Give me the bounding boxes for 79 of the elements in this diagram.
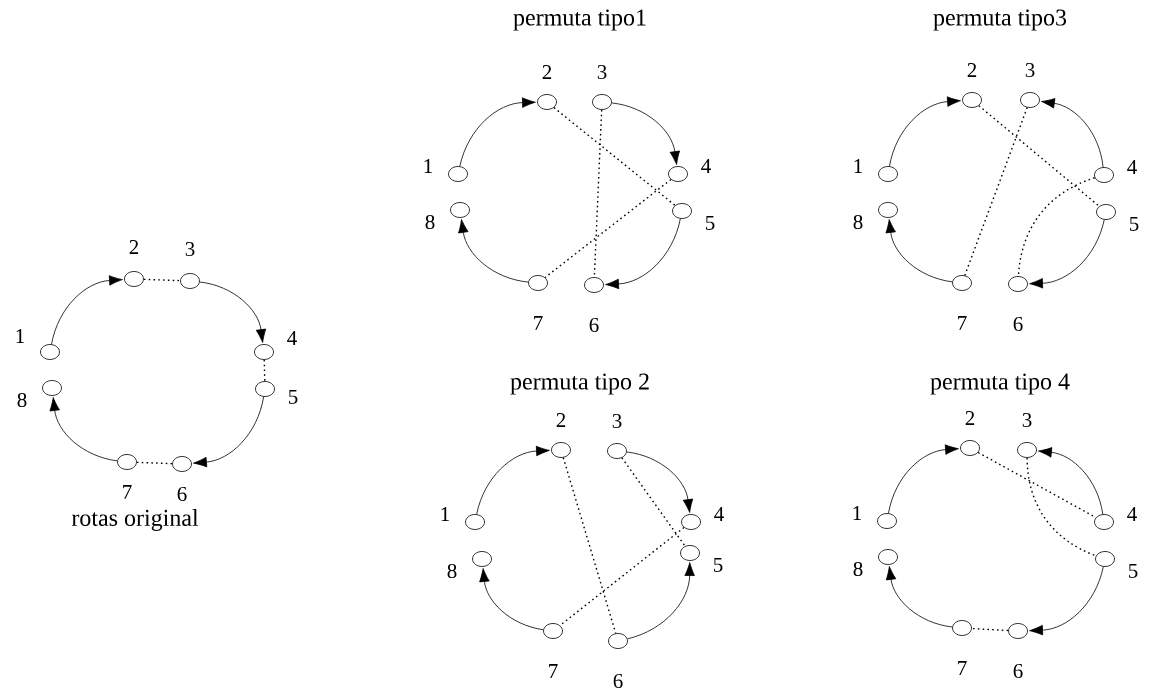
number-label: 4	[287, 331, 297, 345]
panel-title: permuta tipo1	[513, 9, 646, 31]
arrow	[479, 568, 544, 631]
number-label: 1	[854, 159, 862, 173]
arrow	[1041, 98, 1104, 168]
number-label: 5	[289, 390, 298, 404]
number-label: 3	[612, 413, 622, 429]
arrow	[458, 219, 529, 283]
number-label: 2	[556, 413, 566, 427]
arrow	[459, 97, 536, 167]
arrow	[888, 444, 959, 514]
number-label: 4	[1127, 160, 1137, 174]
arrow	[193, 396, 265, 468]
number-label: 7	[534, 316, 543, 330]
number-label: 2	[967, 63, 977, 77]
number-label: 1	[853, 506, 861, 520]
panel-title: permuta tipo 2	[510, 373, 649, 395]
number-label: 8	[17, 392, 27, 408]
number-label: 5	[1130, 217, 1139, 231]
arrow	[885, 219, 953, 283]
connector-line	[559, 526, 685, 627]
number-label: 5	[1129, 564, 1138, 578]
connector-line	[562, 457, 617, 634]
number-label: 1	[441, 507, 449, 521]
number-label: 4	[714, 507, 724, 521]
number-label: 6	[589, 317, 599, 333]
connector-line	[621, 457, 686, 547]
number-label: 5	[714, 558, 723, 572]
arrow	[626, 451, 694, 513]
number-label: 6	[1013, 316, 1023, 332]
number-label: 5	[706, 216, 715, 230]
connector-line	[971, 627, 1009, 632]
connector-line	[544, 178, 672, 279]
arrow	[49, 397, 118, 462]
number-label: 3	[1025, 62, 1035, 78]
number-label: 1	[16, 329, 24, 343]
arrow	[51, 275, 123, 345]
number-label: 1	[424, 159, 432, 173]
panel-title: rotas original	[71, 509, 199, 531]
connector-line	[136, 461, 173, 465]
connector-line	[593, 109, 603, 278]
number-label: 4	[701, 159, 711, 173]
connector-line	[143, 278, 181, 282]
arrow	[1029, 219, 1105, 289]
number-label: 6	[1013, 663, 1023, 679]
arrow	[889, 96, 961, 167]
panel-title: permuta tipo 4	[930, 373, 1070, 395]
number-label: 4	[1127, 507, 1137, 521]
number-label: 7	[958, 661, 967, 675]
arrow	[476, 445, 550, 515]
arrow	[1029, 566, 1104, 636]
connector-line	[978, 105, 1100, 207]
arrow	[1038, 447, 1104, 515]
arrow	[605, 218, 681, 290]
arrow	[885, 566, 953, 628]
number-label: 7	[549, 664, 558, 678]
connector-line	[964, 106, 1028, 277]
connector-line	[553, 106, 676, 207]
number-label: 8	[853, 214, 863, 230]
number-label: 2	[129, 240, 139, 254]
panel-title: permuta tipo3	[933, 9, 1067, 31]
number-label: 3	[185, 241, 195, 257]
arrow	[611, 102, 680, 165]
number-label: 3	[597, 64, 607, 80]
number-label: 8	[853, 561, 863, 577]
number-label: 3	[1022, 412, 1032, 428]
arrow	[199, 281, 267, 343]
arrow	[627, 562, 695, 640]
number-label: 6	[177, 486, 187, 502]
number-label: 2	[965, 411, 975, 425]
number-label: 6	[613, 673, 623, 688]
connector-line	[1017, 177, 1096, 277]
number-label: 7	[958, 316, 967, 330]
connector-line	[263, 359, 266, 382]
number-label: 8	[425, 214, 435, 230]
number-label: 2	[542, 65, 552, 79]
connector-line	[1026, 457, 1097, 557]
number-label: 8	[447, 563, 457, 579]
number-label: 7	[123, 485, 132, 499]
